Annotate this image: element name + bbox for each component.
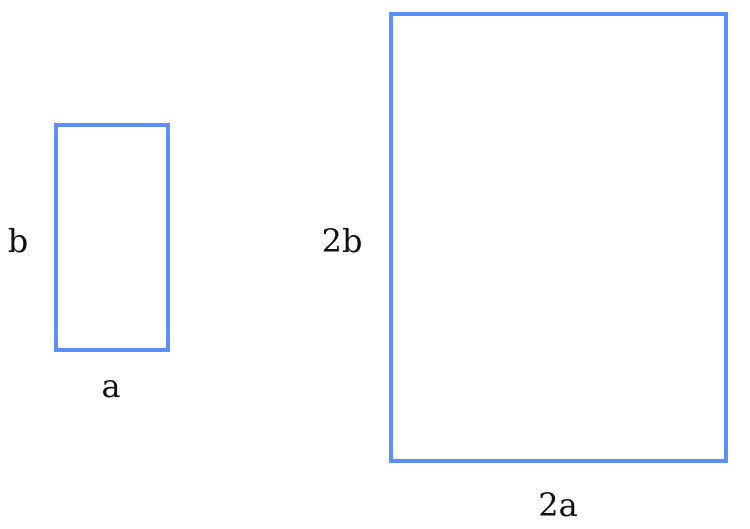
small-rectangle-width-label: a: [101, 367, 120, 405]
small-rectangle-height-label: b: [8, 222, 28, 260]
large-rectangle-width-label: 2a: [538, 486, 577, 524]
large-rectangle: [389, 12, 728, 463]
large-rectangle-height-label: 2b: [322, 222, 363, 260]
small-rectangle: [54, 123, 170, 352]
